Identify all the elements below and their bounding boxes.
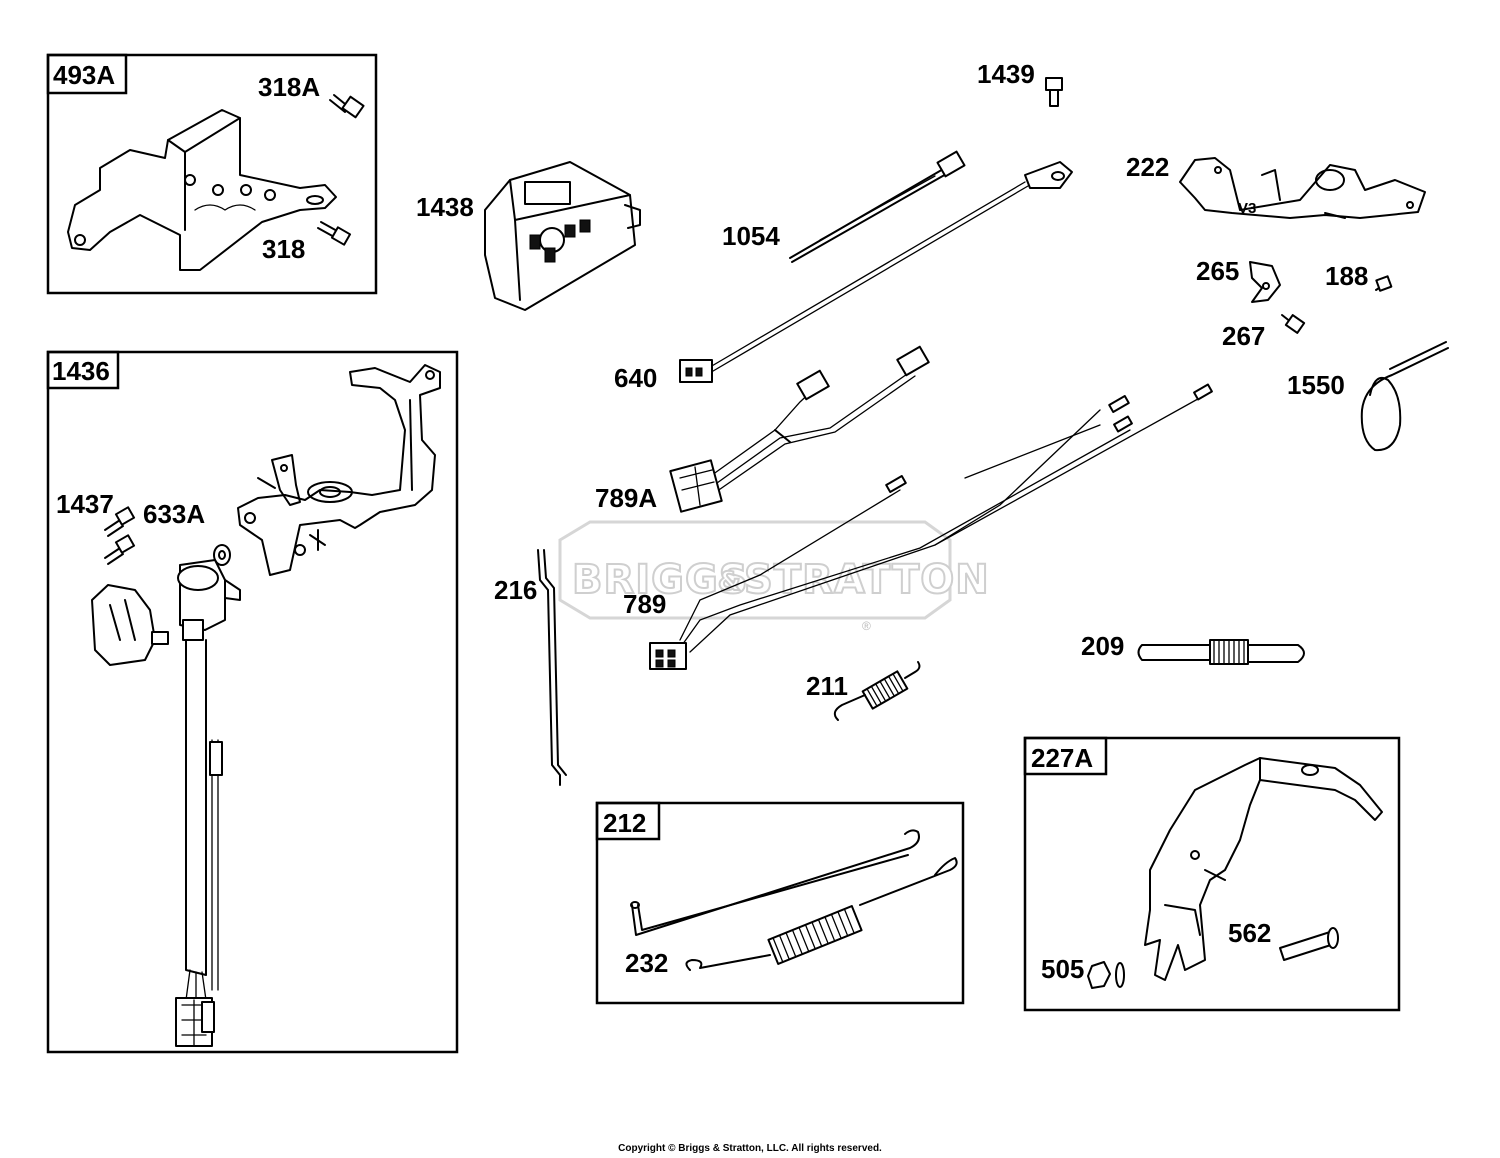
part-789A-harness[interactable] [669,345,930,513]
watermark-right: STRATTON [744,557,990,603]
part-1436-switch[interactable] [177,559,241,641]
part-640-wire[interactable] [679,161,1073,383]
label-1054: 1054 [722,221,780,251]
box-label-227A: 227A [1031,743,1093,773]
part-211-spring[interactable] [833,661,921,721]
label-318A: 318A [258,72,320,102]
label-1438: 1438 [416,192,474,222]
part-222-governor[interactable] [1179,157,1426,219]
part-267-screw[interactable] [1281,314,1306,334]
label-318: 318 [262,234,305,264]
copyright-notice: Copyright © Briggs & Stratton, LLC. All … [618,1143,882,1154]
part-1436-harness[interactable] [175,639,223,1047]
part-212-rod-spring[interactable] [630,829,958,971]
label-232: 232 [625,948,668,978]
part-1438-module[interactable] [484,161,641,311]
label-216: 216 [494,575,537,605]
label-v3: V3 [1238,200,1256,217]
part-209-spring[interactable] [1137,639,1305,665]
label-1437: 1437 [56,489,114,519]
box-227A: 227A [1023,736,1401,1012]
label-265: 265 [1196,256,1239,286]
part-265-clip[interactable] [1249,261,1281,303]
part-633A-washer[interactable] [213,544,231,566]
label-267: 267 [1222,321,1265,351]
box-493A: 493A [46,53,378,295]
part-1437-screws[interactable] [104,506,136,565]
label-505: 505 [1041,954,1084,984]
label-222: 222 [1126,152,1169,182]
part-216-rod[interactable] [537,549,567,786]
label-640: 640 [614,363,657,393]
part-1054-cable-tie[interactable] [789,150,966,263]
watermark-left: BRIGGS [572,557,749,603]
part-1550-spring[interactable] [1360,341,1449,452]
part-1439-screw[interactable] [1045,77,1063,107]
box-label-493A: 493A [53,60,115,90]
part-318-bolt[interactable] [317,221,352,246]
part-1436-bracket[interactable] [237,364,441,576]
part-789-harness[interactable] [649,383,1213,670]
part-227A-bracket[interactable] [1144,757,1383,981]
label-209: 209 [1081,631,1124,661]
part-318A-bolt[interactable] [329,94,365,119]
label-633A: 633A [143,499,205,529]
watermark-amp: & [718,567,742,597]
label-789A: 789A [595,483,657,513]
part-1436-cover[interactable] [91,584,169,666]
part-505-nut-washer[interactable] [1087,961,1125,989]
label-1439: 1439 [977,59,1035,89]
label-562: 562 [1228,918,1271,948]
part-493A-bracket[interactable] [67,109,337,271]
label-789: 789 [623,589,666,619]
watermark-registered: ® [862,619,871,633]
label-211: 211 [806,671,848,701]
part-1436-lever[interactable] [257,454,301,506]
label-188: 188 [1325,261,1368,291]
box-1436: 1436 [46,350,459,1054]
box-label-1436: 1436 [52,356,110,386]
part-562-pin[interactable] [1279,927,1339,961]
part-188-screw[interactable] [1375,275,1393,292]
box-212: 212 [595,801,965,1005]
box-label-212: 212 [603,808,646,838]
label-1550: 1550 [1287,370,1345,400]
